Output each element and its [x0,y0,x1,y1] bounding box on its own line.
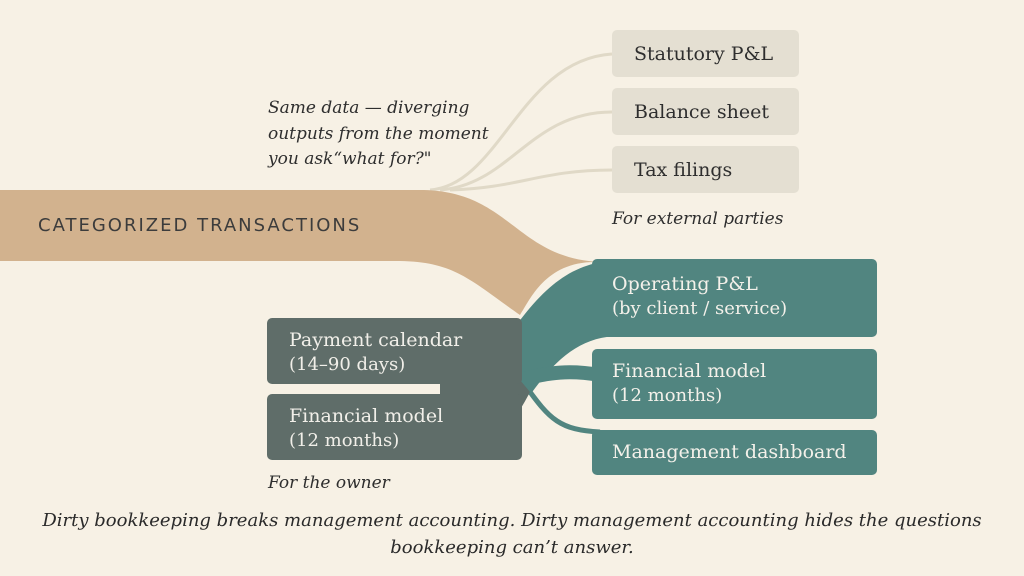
payment-calendar-box: Payment calendar (14–90 days) [267,318,522,384]
operating-pl-title: Operating P&L [612,273,758,295]
financial-model-box-owner: Financial model (12 months) [267,394,522,460]
main-stream [0,190,600,315]
teal-branch-financial-model [518,365,602,387]
management-dashboard-box: Management dashboard [592,430,877,475]
tax-filings-box: Tax filings [612,146,799,193]
caption-line-2: bookkeeping can’t answer. [390,537,634,558]
flow-line-tax-filings [449,168,613,192]
annotation-note: Same data — diverging outputs from the m… [268,96,489,173]
flow-line-balance-sheet [439,110,613,192]
balance-sheet-box: Balance sheet [612,88,799,135]
teal-branch-dashboard [522,383,601,435]
payment-calendar-sub: (14–90 days) [289,353,406,375]
operating-pl-box: Operating P&L (by client / service) [592,259,877,337]
annotation-line: outputs from the moment [268,123,489,144]
financial-model-box-management: Financial model (12 months) [592,349,877,419]
financial-model-owner-title: Financial model [289,405,444,427]
payment-calendar-title: Payment calendar [289,329,463,351]
source-label: CATEGORIZED TRANSACTIONS [38,215,362,236]
statutory-pl-box: Statutory P&L [612,30,799,77]
financial-model-title: Financial model [612,360,767,382]
flow-line-statutory-pl [429,52,613,192]
owner-label: For the owner [268,473,390,493]
financial-model-sub: (12 months) [612,384,723,406]
management-dashboard-title: Management dashboard [612,441,847,463]
caption-line-1: Dirty bookkeeping breaks management acco… [42,510,982,531]
external-parties-label: For external parties [612,209,784,229]
caption: Dirty bookkeeping breaks management acco… [0,507,1024,561]
annotation-line: Same data — diverging [268,98,470,118]
financial-model-owner-sub: (12 months) [289,429,400,451]
operating-pl-sub: (by client / service) [612,297,788,319]
annotation-line: you ask“what for?" [268,149,432,169]
